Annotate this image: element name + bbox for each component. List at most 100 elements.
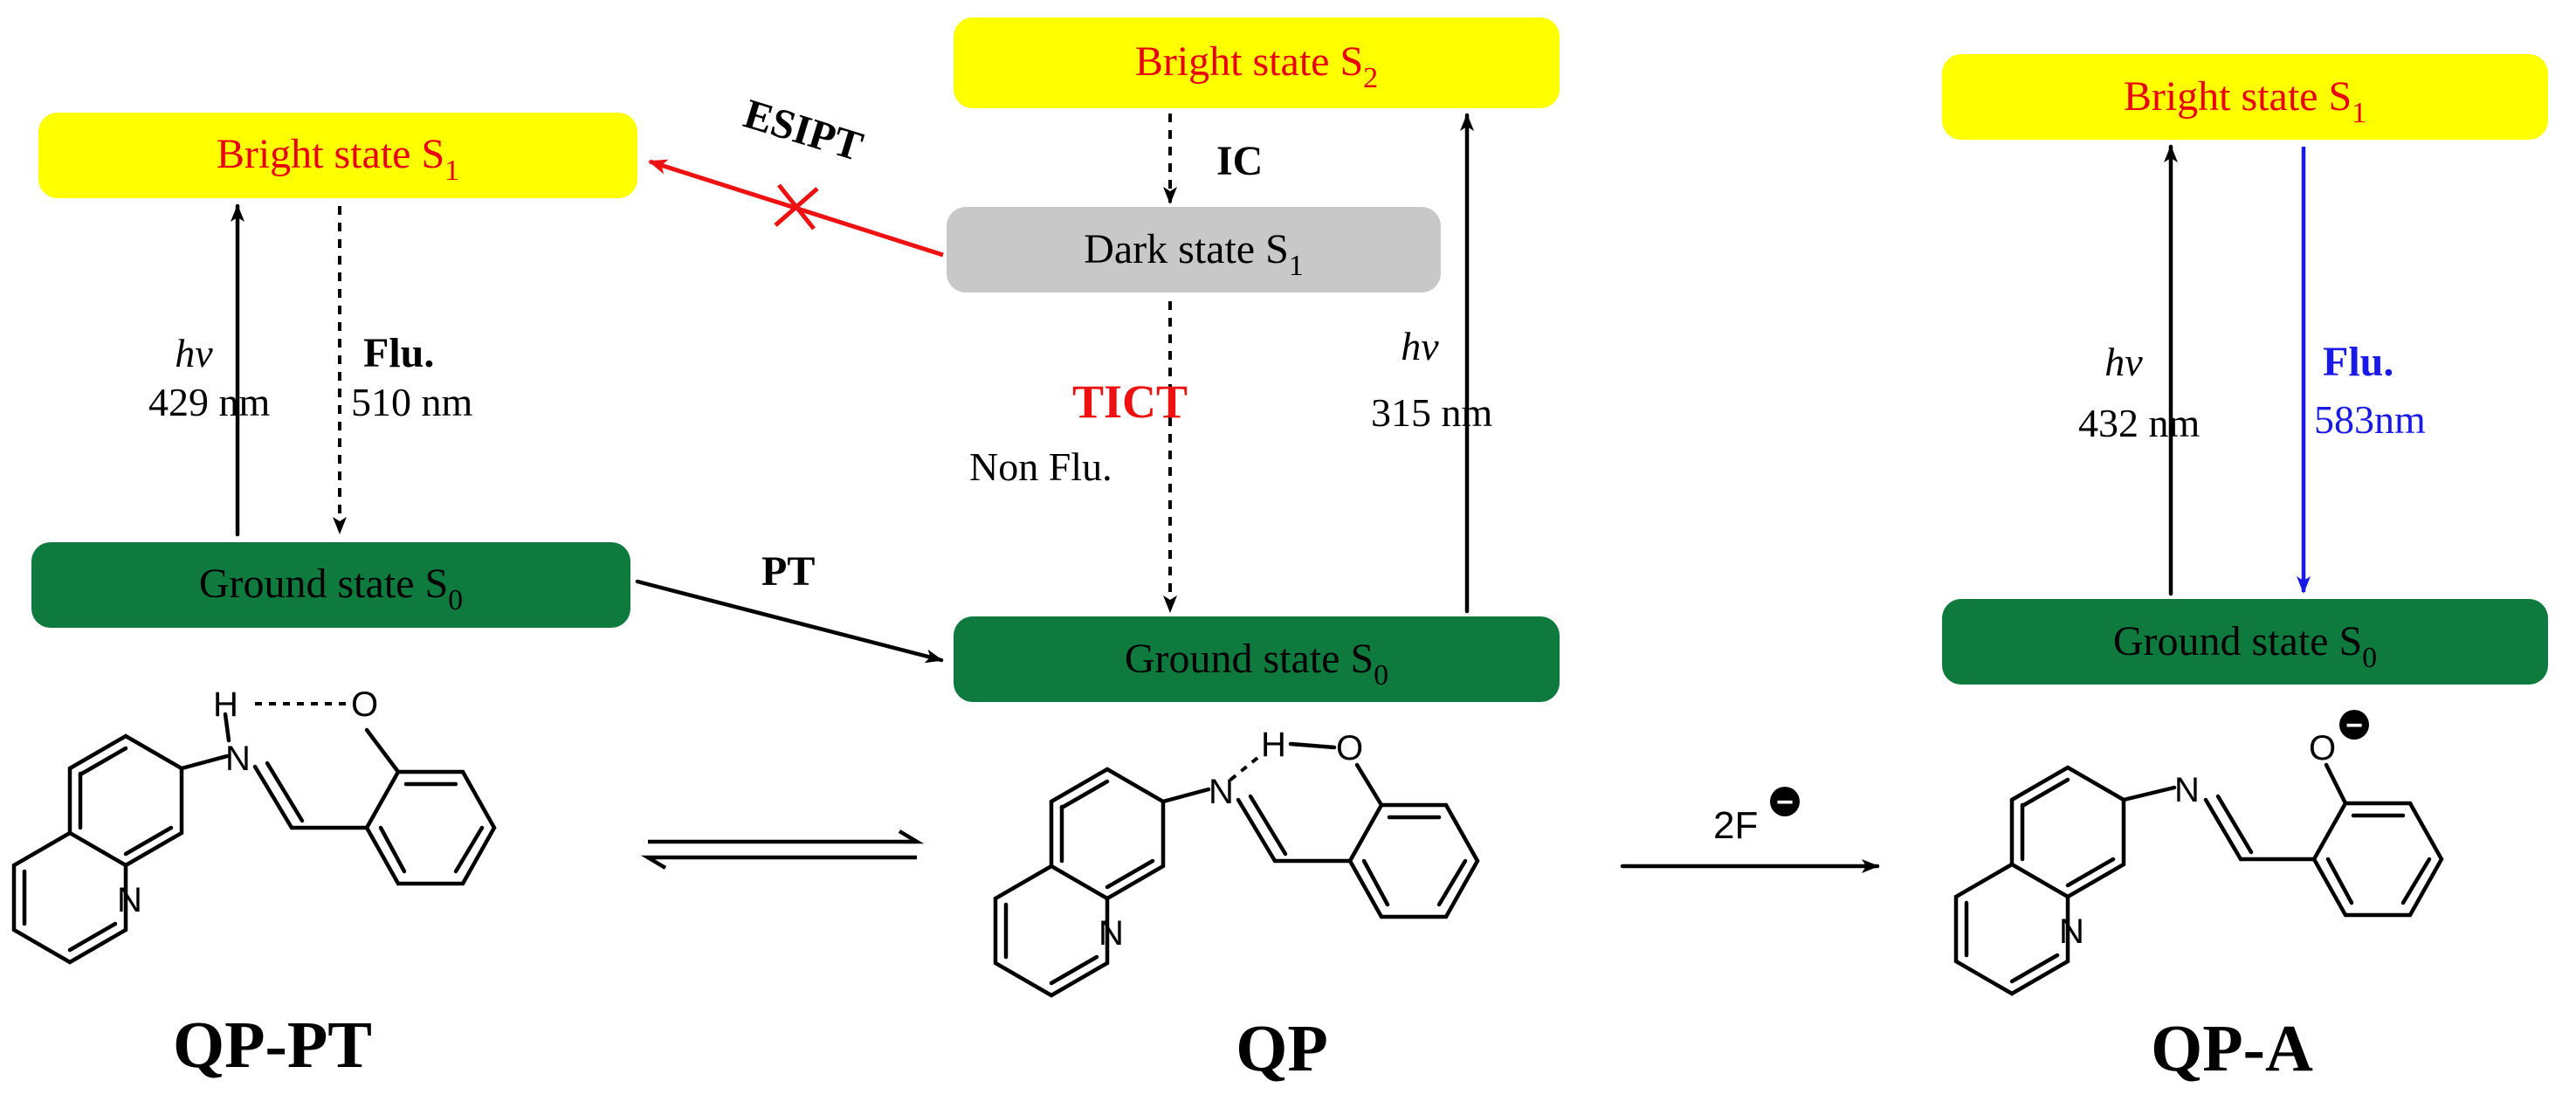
equilibrium-reverse-arrow <box>640 855 917 870</box>
middle-ground-state-box <box>954 616 1560 702</box>
qp-a-benzo-ring <box>2009 765 2126 899</box>
molecule-qp: H O N N QP <box>993 726 1480 1085</box>
non-flu-label: Non Flu. <box>969 444 1112 489</box>
qp-c-o-bond <box>1354 762 1384 808</box>
esipt-cross-line-2 <box>774 187 819 227</box>
qp-pt-pyridine-ring <box>11 830 128 965</box>
qp-a-n-c-bond <box>2203 797 2243 862</box>
fluoride-reagent-label: 2F <box>1713 804 1758 847</box>
qp-atom-n2: N <box>1099 914 1124 953</box>
qp-a-phenol-double-3 <box>2325 857 2354 905</box>
pt-transfer: PT <box>635 548 944 664</box>
fluoride-charge-sign: − <box>1776 786 1794 819</box>
molecule-qp-a: O − N N QP-A <box>1953 709 2444 1085</box>
qp-a-atom-o: O <box>2309 729 2336 767</box>
qp-n-c-bond-2 <box>1248 794 1288 857</box>
right-emission-wavelength: 583nm <box>2314 397 2426 442</box>
left-flu-label: Flu. <box>363 330 434 376</box>
qp-pt-n-c-bond <box>252 764 294 830</box>
middle-bright-state-label: Bright state S2 <box>1135 38 1378 94</box>
qp-pt-atom-n2: N <box>117 881 142 919</box>
left-bright-state-label: Bright state S1 <box>217 131 459 187</box>
qp-pt-c-o-bond <box>364 727 401 774</box>
pt-label: PT <box>761 548 815 595</box>
qp-o-h-bond <box>1288 741 1337 750</box>
right-bright-state-box <box>1942 54 2548 140</box>
pt-arrow <box>635 579 944 664</box>
qp-pt-benzo-ring <box>67 733 184 868</box>
qp-pyridine-double-2 <box>1049 954 1099 986</box>
qp-pt-n-c-bond-2 <box>265 761 305 823</box>
qp-phenol-ring <box>1347 802 1480 919</box>
qp-pt-name: QP-PT <box>173 1008 372 1082</box>
middle-energy-levels: Bright state S2 Dark state S1 Ground sta… <box>947 17 1560 702</box>
middle-hv-label: hv <box>1401 324 1439 368</box>
right-ground-state-box <box>1942 599 2548 685</box>
left-energy-levels: Bright state S1 Ground state S0 hv 429 n… <box>31 113 637 628</box>
qp-a-phenolate-ring <box>2311 801 2444 918</box>
qp-benzo-ring <box>1049 767 1166 901</box>
qp-pt-c-n-bond <box>179 754 230 771</box>
qp-a-atom-n1: N <box>2174 771 2200 809</box>
tict-label: TICT <box>1072 375 1188 428</box>
middle-dark-state-label: Dark state S1 <box>1084 226 1304 282</box>
molecule-qp-pt: H N O N QP-PT <box>11 685 497 1082</box>
qp-pt-phenol-double-3 <box>378 825 407 874</box>
qp-a-oxide-charge-sign: − <box>2345 709 2363 742</box>
left-absorption-wavelength: 429 nm <box>148 380 271 424</box>
qp-a-atom-n2: N <box>2059 912 2084 951</box>
qp-benzo-double-1 <box>1059 779 1110 810</box>
qp-pt-benzo-double-1 <box>78 746 128 777</box>
fluoride-reaction: 2F − <box>1620 786 1880 873</box>
qp-pt-atom-n1: N <box>225 740 251 778</box>
qp-a-benzo-double-2 <box>2065 857 2116 888</box>
right-flu-label: Flu. <box>2323 339 2393 385</box>
middle-dark-state-box <box>947 207 1441 293</box>
qp-a-c-o-bond <box>2324 762 2348 806</box>
qp-a-n-c-bond-2 <box>2215 794 2254 855</box>
qp-a-oxide-charge-circle <box>2339 710 2369 740</box>
middle-bright-state-box <box>954 17 1560 108</box>
left-hv-label: hv <box>175 331 213 375</box>
right-ground-state-label: Ground state S0 <box>2113 618 2377 674</box>
middle-absorption-wavelength: 315 nm <box>1371 390 1493 435</box>
equilibrium-arrows <box>640 829 925 870</box>
fluoride-charge-circle <box>1770 787 1800 816</box>
esipt-label: ESIPT <box>739 91 868 170</box>
qp-a-pyridine-double-2 <box>2009 953 2060 984</box>
right-hv-label: hv <box>2104 340 2143 384</box>
left-ground-state-label: Ground state S0 <box>199 561 463 616</box>
ic-label: IC <box>1216 138 1263 184</box>
qp-pt-phenol-ring <box>364 769 497 886</box>
middle-ground-state-label: Ground state S0 <box>1125 636 1388 692</box>
qp-a-pyridine-ring <box>1953 862 2070 996</box>
equilibrium-forward-arrow <box>648 829 925 844</box>
qp-a-c-n-bond <box>2121 785 2177 802</box>
qp-atom-n1: N <box>1209 773 1234 811</box>
left-ground-state-box <box>31 542 630 628</box>
qp-pt-phenol-double-2 <box>453 825 485 874</box>
qp-a-benzo-double-1 <box>2020 777 2070 809</box>
qp-c-n-bond <box>1161 787 1211 804</box>
qp-phenol-double-3 <box>1361 858 1390 907</box>
esipt-forbidden-path: ESIPT <box>647 91 944 258</box>
qp-pt-n-h-bond <box>223 712 231 743</box>
qp-atom-h: H <box>1261 726 1286 764</box>
left-bright-state-box <box>38 113 637 198</box>
qp-pt-atom-o: O <box>351 685 378 724</box>
qp-a-phenol-double-2 <box>2400 857 2432 905</box>
qp-pyridine-ring <box>993 864 1110 998</box>
qp-atom-o: O <box>1336 729 1363 767</box>
qp-hydrogen-bond <box>1228 756 1259 782</box>
qp-benzo-double-2 <box>1105 858 1155 890</box>
qp-pt-pyridine-double-2 <box>67 921 118 953</box>
qp-pt-benzo-double-2 <box>123 825 174 857</box>
right-bright-state-label: Bright state S1 <box>2124 73 2366 129</box>
qp-phenol-double-2 <box>1436 858 1468 907</box>
left-emission-wavelength: 510 nm <box>351 380 473 424</box>
qp-a-name: QP-A <box>2151 1012 2313 1085</box>
qp-name: QP <box>1236 1012 1328 1085</box>
right-absorption-wavelength: 432 nm <box>2078 401 2201 445</box>
qp-n-c-bond <box>1236 797 1278 864</box>
